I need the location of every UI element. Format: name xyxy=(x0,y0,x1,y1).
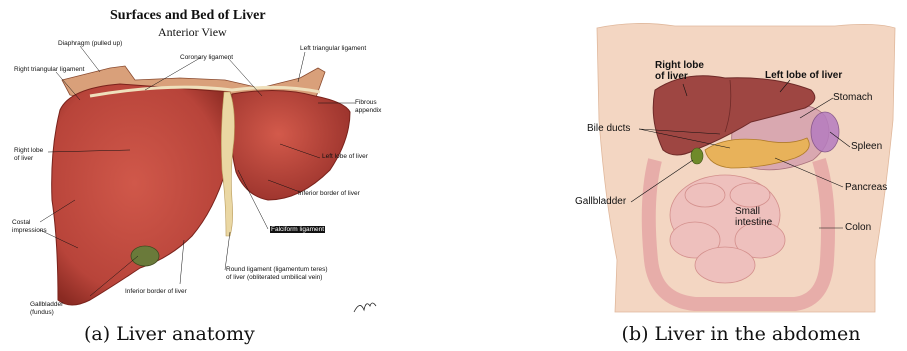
spleen-shape xyxy=(811,112,839,152)
label-diaphragm: Diaphragm (pulled up) xyxy=(58,40,122,48)
right-lobe-shape xyxy=(52,84,235,305)
artist-signature xyxy=(354,303,376,312)
label-inferior-border-bottom: Inferior border of liver xyxy=(125,288,187,296)
label-right-lobe: Right lobe of liver xyxy=(14,147,43,162)
label-b-pancreas: Pancreas xyxy=(845,182,887,193)
label-coronary-ligament: Coronary ligament xyxy=(180,54,233,62)
label-b-gallbladder: Gallbladder xyxy=(575,196,626,207)
caption-liver-in-abdomen: (b) Liver in the abdomen xyxy=(575,323,907,345)
label-costal-impressions: Costal impressions xyxy=(12,219,47,234)
label-b-left-lobe: Left lobe of liver xyxy=(765,70,842,81)
abdomen-illustration xyxy=(575,0,907,318)
gallbladder-shape-b xyxy=(691,148,703,164)
caption-liver-anatomy: (a) Liver anatomy xyxy=(84,323,255,345)
label-b-right-lobe: Right lobe of liver xyxy=(655,60,704,82)
label-b-spleen: Spleen xyxy=(851,141,882,152)
label-gallbladder-fundus: Gallbladder (fundus) xyxy=(30,301,63,316)
panel-liver-anatomy: Surfaces and Bed of Liver Anterior View xyxy=(0,0,455,351)
label-fibrous-appendix: Fibrous appendix xyxy=(355,99,381,114)
label-round-ligament: Round ligament (ligamentum teres) of liv… xyxy=(226,266,328,281)
label-inferior-border-left: Inferior border of liver xyxy=(298,190,360,198)
label-b-colon: Colon xyxy=(845,222,871,233)
falciform-ligament xyxy=(221,92,234,236)
label-b-small-intestine: Small intestine xyxy=(735,206,772,228)
label-b-bile-ducts: Bile ducts xyxy=(587,123,630,134)
gallbladder-shape xyxy=(131,246,159,266)
label-left-triangular-ligament: Left triangular ligament xyxy=(300,45,366,53)
panel-liver-in-abdomen: Right lobe of liver Left lobe of liver S… xyxy=(575,0,907,351)
label-b-stomach: Stomach xyxy=(833,92,872,103)
label-left-lobe: Left lobe of liver xyxy=(322,153,368,161)
label-right-triangular-ligament: Right triangular ligament xyxy=(14,66,84,74)
label-falciform-ligament: Falciform ligament xyxy=(270,226,325,234)
left-lobe-shape xyxy=(231,90,350,200)
